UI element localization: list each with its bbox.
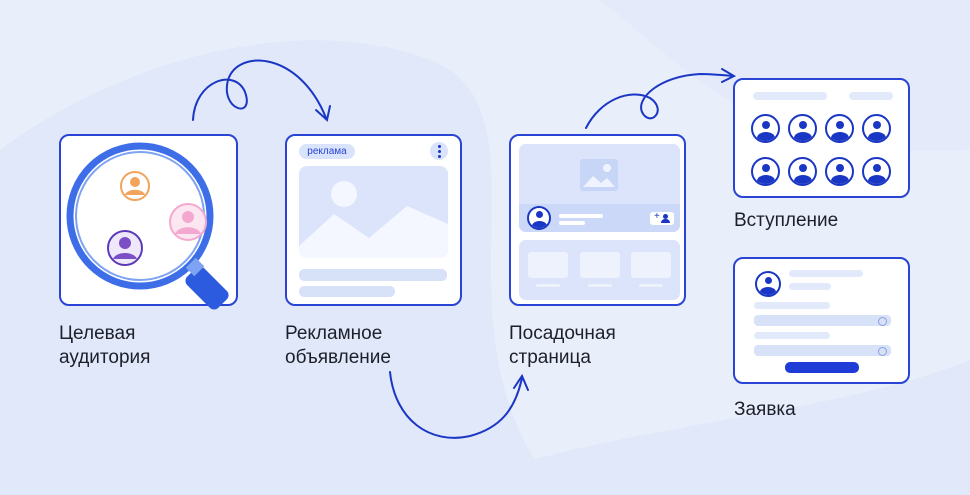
check-icon [878, 317, 887, 326]
landing-caption: Посадочная страница [509, 322, 616, 370]
landing-profile-row: + [519, 204, 680, 232]
check-icon [878, 347, 887, 356]
profile-sub-line [559, 221, 585, 225]
follow-button[interactable]: + [650, 211, 674, 225]
arrow-ad-to-landing [389, 371, 523, 439]
applicant-name-line [789, 270, 863, 277]
user-icon [663, 214, 668, 219]
form-field[interactable] [754, 315, 891, 326]
form-label-line [754, 332, 830, 339]
ad-text-line [299, 286, 395, 297]
applicant-avatar [755, 271, 781, 297]
audience-caption-line1: Целевая [59, 323, 136, 344]
landing-features [519, 240, 680, 300]
member-avatar [862, 157, 891, 186]
audience-caption-line2: аудитория [59, 347, 151, 368]
member-avatar [788, 157, 817, 186]
join-header-line [849, 92, 893, 100]
submit-button[interactable] [785, 362, 859, 373]
magnifier-icon [66, 142, 229, 310]
ad-caption-line2: объявление [285, 347, 391, 368]
application-card [733, 257, 910, 384]
application-caption: Заявка [734, 399, 796, 420]
member-avatar [862, 114, 891, 143]
member-avatar [825, 114, 854, 143]
ad-text-line [299, 269, 447, 281]
ad-caption: Рекламное объявление [285, 322, 391, 370]
join-caption: Вступление [734, 210, 839, 231]
feature-block [528, 252, 568, 278]
form-field[interactable] [754, 345, 891, 356]
member-avatar [825, 157, 854, 186]
image-placeholder-icon [580, 159, 618, 191]
more-vertical-icon[interactable] [430, 142, 448, 160]
ad-caption-line1: Рекламное [285, 323, 383, 344]
ad-card: реклама [285, 134, 462, 306]
feature-block [631, 252, 671, 278]
landing-hero: + [519, 144, 680, 232]
audience-caption: Целевая аудитория [59, 322, 150, 370]
member-avatar [751, 114, 780, 143]
ad-badge: реклама [299, 144, 355, 159]
join-card [733, 78, 910, 198]
avatar-orange-icon [120, 171, 150, 201]
join-header-line [753, 92, 827, 100]
applicant-sub-line [789, 283, 831, 290]
landing-caption-line2: страница [509, 347, 591, 368]
member-avatar [751, 157, 780, 186]
landing-caption-line1: Посадочная [509, 323, 616, 344]
feature-block [580, 252, 620, 278]
landing-card: + [509, 134, 686, 306]
arrow-landing-to-outcomes [585, 72, 734, 129]
avatar-pink-icon [169, 203, 207, 241]
follow-plus-label: + [654, 211, 660, 222]
avatar-purple-icon [107, 230, 143, 266]
profile-avatar [527, 206, 551, 230]
profile-name-line [559, 214, 603, 218]
member-avatar [788, 114, 817, 143]
arrow-audience-to-ad [192, 59, 327, 121]
form-label-line [754, 302, 830, 309]
ad-image [299, 166, 448, 258]
